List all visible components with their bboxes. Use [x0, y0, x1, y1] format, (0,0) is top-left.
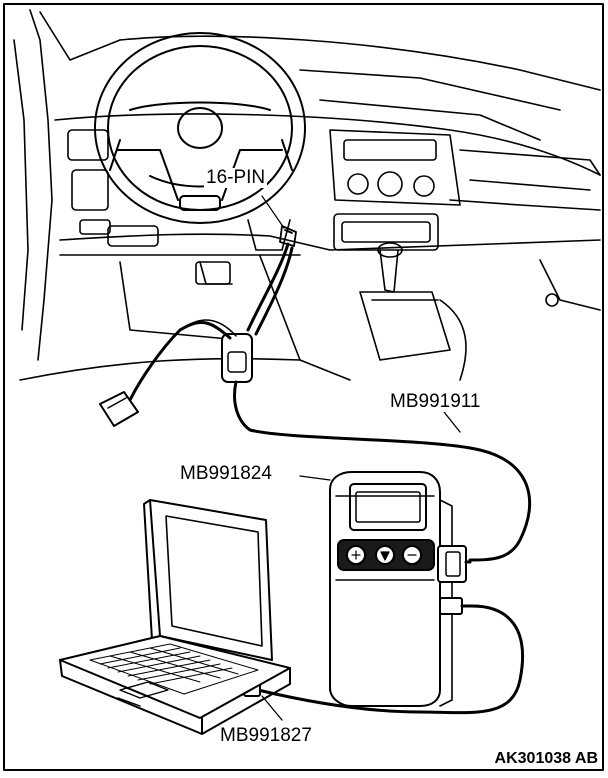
cable-main: [233, 380, 532, 562]
dsub-port: [437, 545, 467, 583]
leader-mb991824: [299, 475, 331, 481]
floor-line: [19, 357, 301, 381]
knob-right: [413, 175, 435, 197]
label-mb991827: MB991827: [218, 725, 314, 746]
connector-leader: [261, 195, 285, 229]
pedal: [195, 261, 231, 285]
radio-slot: [343, 139, 437, 161]
keyboard: [89, 643, 259, 695]
a-pillar-line: [29, 9, 53, 361]
knob-mid: [377, 171, 403, 197]
y-cable: [99, 242, 532, 562]
shifter-boot: [359, 291, 451, 361]
shifter: [379, 249, 399, 293]
obd-connector-icon: [261, 195, 297, 247]
leader-mb991911: [443, 411, 461, 433]
car-interior: [13, 9, 601, 381]
windshield-edge: [119, 35, 601, 91]
leader-mb991827: [261, 695, 283, 721]
seat-edge: [439, 299, 467, 381]
label-mb991824: MB991824: [178, 463, 274, 484]
figure-id: AK301038 AB: [494, 750, 598, 767]
steering-wheel-icon: [94, 32, 306, 224]
dash-lower: [59, 233, 601, 251]
lower-panel: [333, 213, 439, 251]
steering-column: [247, 219, 291, 251]
laptop-icon: [59, 499, 291, 735]
left-plug: [99, 391, 139, 427]
label-16-pin: 16-PIN: [204, 167, 268, 188]
center-console: [329, 129, 461, 206]
usb-port: [439, 597, 463, 615]
knob-left: [347, 173, 369, 195]
label-mb991911: MB991911: [388, 391, 483, 412]
border: [3, 3, 604, 771]
scan-tool-icon: [329, 471, 474, 707]
dash-top: [54, 113, 601, 176]
door-edge: [13, 39, 29, 331]
leader-lines: [261, 411, 461, 721]
